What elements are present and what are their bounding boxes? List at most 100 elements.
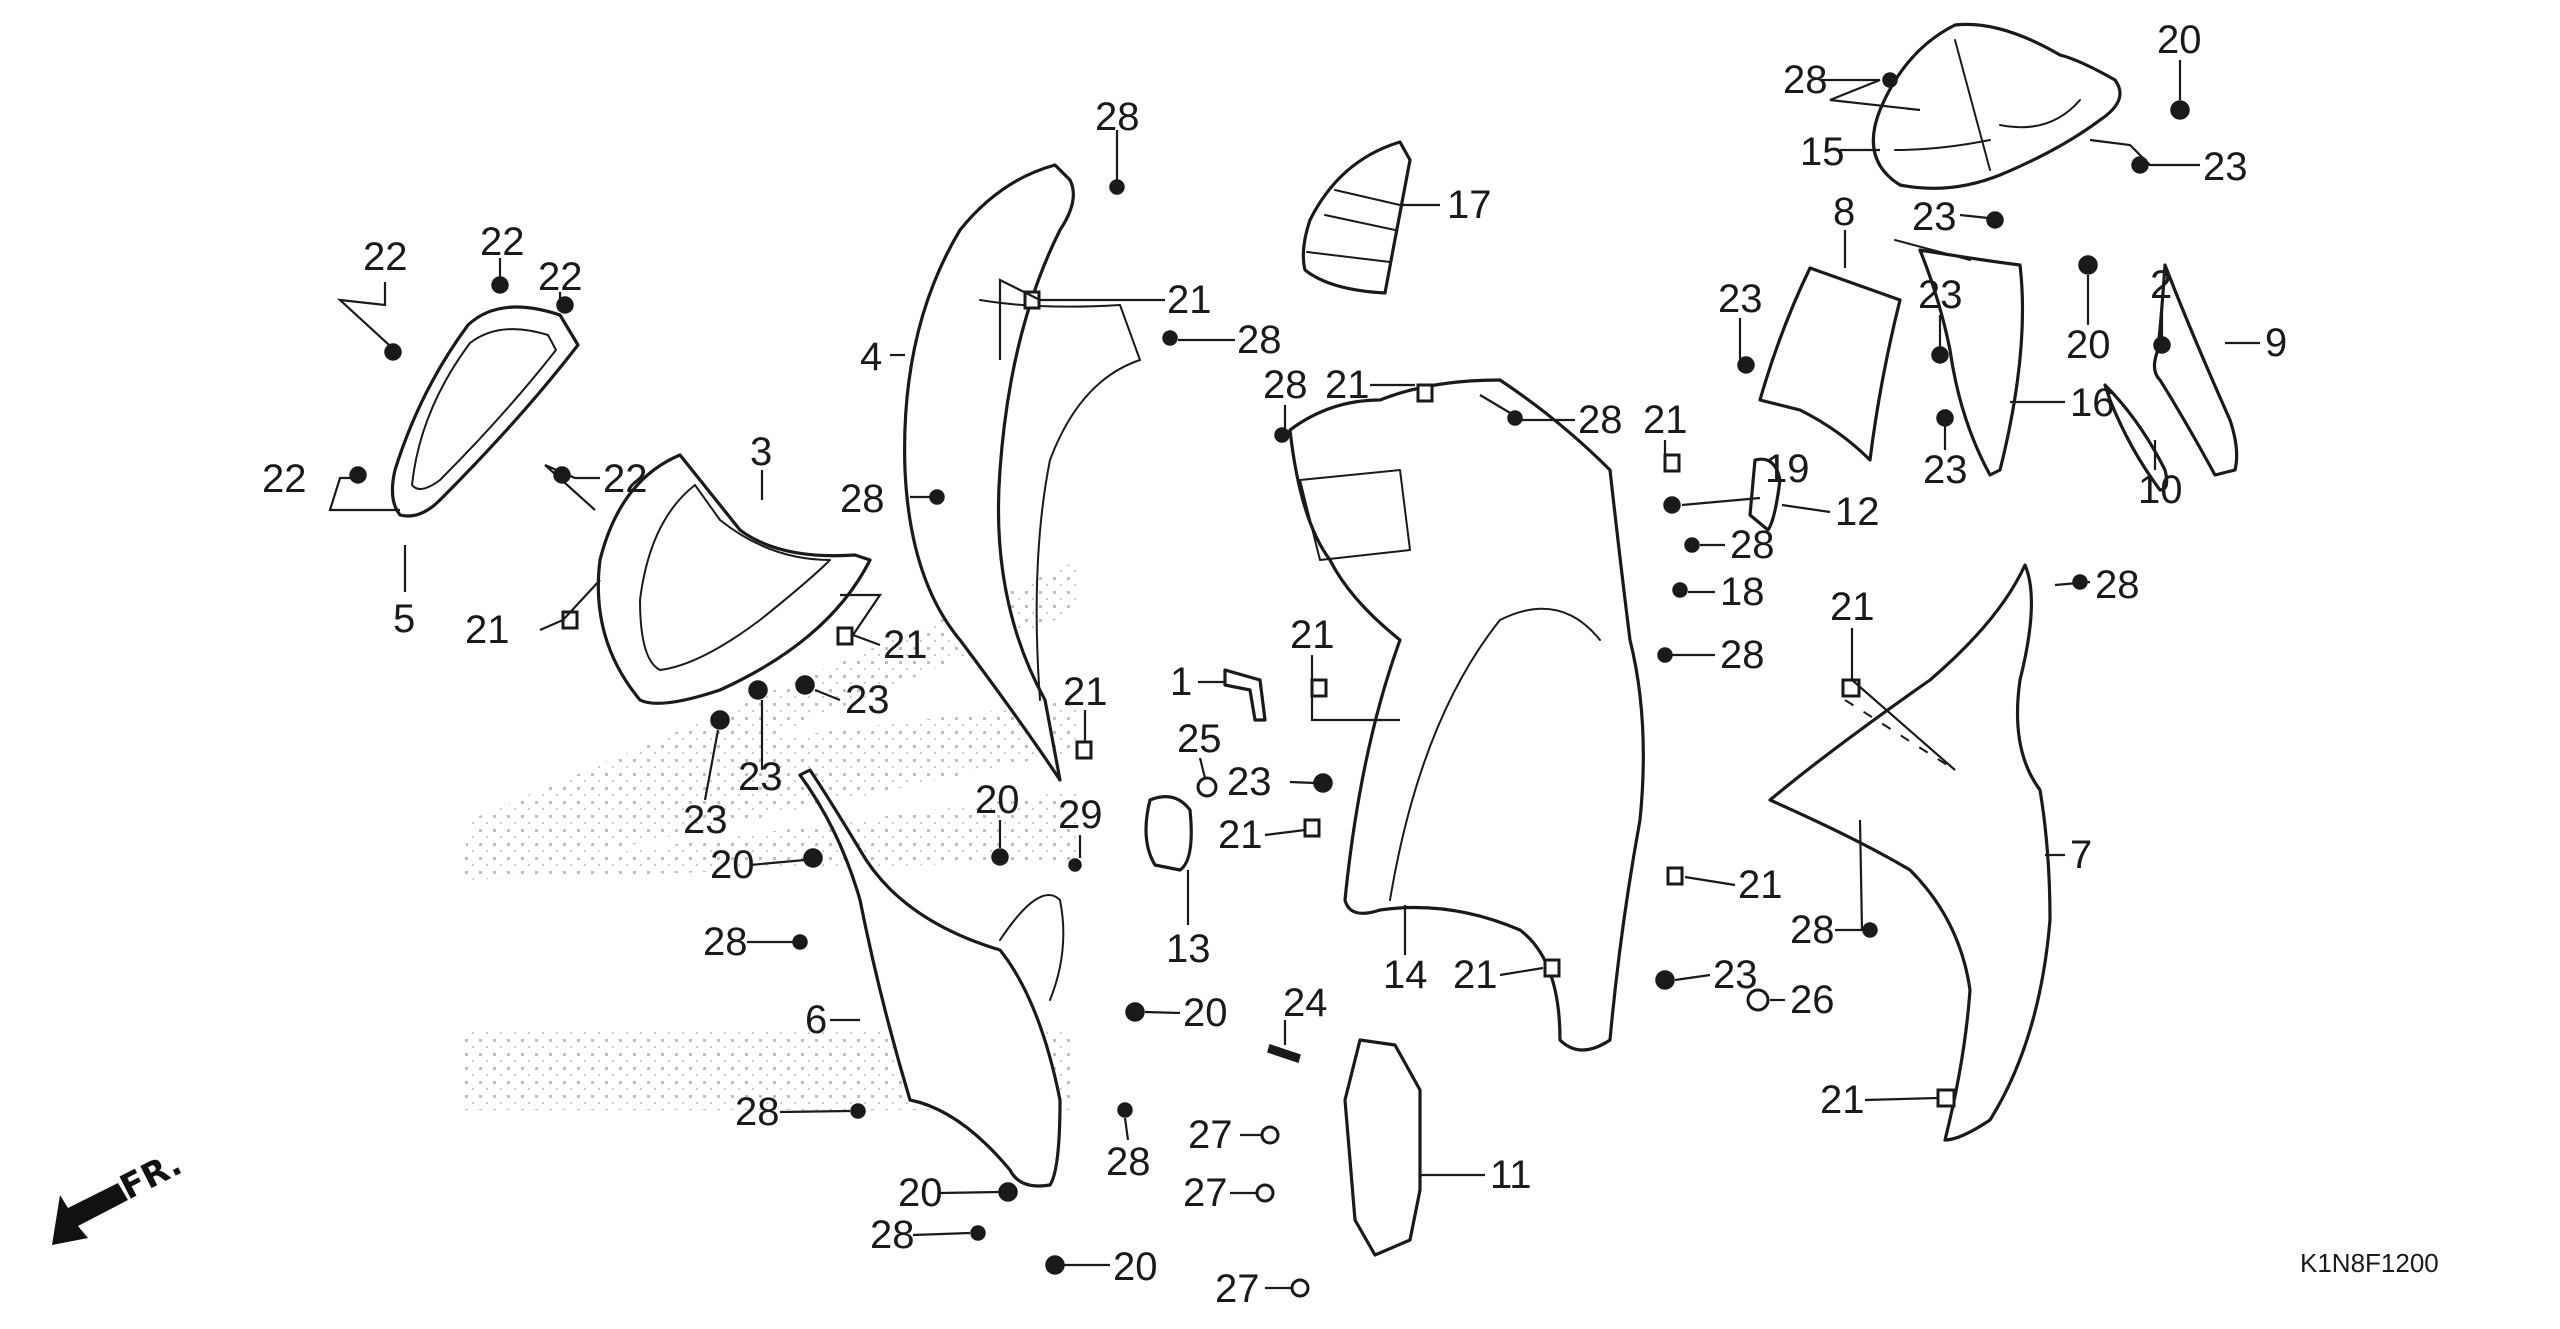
screw-28[interactable] (792, 934, 808, 950)
callout-21[interactable]: 21 (1830, 585, 1875, 629)
callout-28[interactable]: 28 (2095, 563, 2140, 607)
screw-28[interactable] (850, 1103, 866, 1119)
part-11-box[interactable] (1343, 1038, 1422, 1257)
part-4-side-cover[interactable] (903, 163, 1141, 782)
callout-23[interactable]: 23 (738, 755, 783, 799)
screw-28[interactable] (1109, 179, 1125, 195)
callout-3[interactable]: 3 (750, 430, 772, 474)
callout-21[interactable]: 21 (1167, 278, 1212, 322)
callout-11[interactable]: 11 (1490, 1153, 1532, 1197)
fastener-20[interactable] (1045, 1255, 1065, 1275)
callout-28[interactable]: 28 (1783, 58, 1828, 102)
fastener-21[interactable] (836, 626, 854, 646)
callout-21[interactable]: 21 (1290, 613, 1335, 657)
callout-21[interactable]: 21 (465, 608, 510, 652)
fastener-23[interactable] (1986, 211, 2004, 229)
fastener-23[interactable] (2131, 156, 2149, 174)
callout-16[interactable]: 16 (2070, 381, 2115, 425)
callout-21[interactable]: 21 (1738, 863, 1783, 907)
part-8-lid[interactable] (1758, 266, 1902, 462)
callout-28[interactable]: 28 (1730, 523, 1775, 567)
callout-23[interactable]: 23 (1918, 273, 1963, 317)
screw-28[interactable] (1684, 537, 1700, 553)
part-3-garnish[interactable] (596, 453, 872, 705)
fastener-23[interactable] (1931, 346, 1949, 364)
screw-28[interactable] (1862, 922, 1878, 938)
fastener-20[interactable] (803, 848, 823, 868)
screw-28[interactable] (1162, 330, 1178, 346)
callout-23[interactable]: 23 (1718, 277, 1763, 321)
callout-21[interactable]: 21 (1325, 363, 1370, 407)
part-17-lens[interactable] (1301, 140, 1412, 295)
part-12-bracket[interactable] (1748, 457, 1782, 532)
callout-13[interactable]: 13 (1166, 927, 1211, 971)
callout-2[interactable]: 2 (2150, 263, 2172, 307)
callout-23[interactable]: 23 (2203, 145, 2248, 189)
callout-28[interactable]: 28 (703, 920, 748, 964)
callout-28[interactable]: 28 (1790, 908, 1835, 952)
fastener-21[interactable] (1416, 383, 1434, 403)
callout-20[interactable]: 20 (1183, 991, 1228, 1035)
fastener-20[interactable] (1125, 1002, 1145, 1022)
fastener-21[interactable] (1303, 818, 1321, 838)
callout-20[interactable]: 20 (898, 1171, 943, 1215)
callout-29[interactable]: 29 (1058, 793, 1103, 837)
callout-21[interactable]: 21 (883, 623, 928, 667)
callout-17[interactable]: 17 (1447, 183, 1492, 227)
callout-9[interactable]: 9 (2265, 321, 2287, 365)
callout-21[interactable]: 21 (1820, 1078, 1865, 1122)
fastener-21[interactable] (561, 610, 579, 630)
fastener-23[interactable] (795, 675, 815, 695)
fastener-20[interactable] (998, 1182, 1018, 1202)
callout-23[interactable]: 23 (845, 678, 890, 722)
callout-21[interactable]: 21 (1218, 813, 1263, 857)
callout-28[interactable]: 28 (735, 1090, 780, 1134)
part-15-frame[interactable] (1871, 22, 2122, 190)
callout-21[interactable]: 21 (1063, 670, 1108, 714)
callout-27[interactable]: 27 (1188, 1113, 1233, 1157)
part-1-bracket[interactable] (1223, 668, 1267, 722)
callout-28[interactable]: 28 (840, 477, 885, 521)
part-10-seal[interactable] (2103, 383, 2169, 492)
callout-23[interactable]: 23 (1713, 953, 1758, 997)
callout-22[interactable]: 22 (538, 255, 583, 299)
callout-22[interactable]: 22 (603, 457, 648, 501)
screw-27[interactable] (1255, 1183, 1275, 1203)
fastener-22[interactable] (384, 343, 402, 361)
callout-20[interactable]: 20 (710, 843, 755, 887)
fastener-19[interactable] (1663, 496, 1681, 514)
callout-20[interactable]: 20 (975, 778, 1020, 822)
callout-19[interactable]: 19 (1765, 447, 1810, 491)
fastener-26[interactable] (1746, 988, 1770, 1012)
fastener-23[interactable] (1313, 773, 1333, 793)
callout-28[interactable]: 28 (870, 1213, 915, 1257)
fastener-22[interactable] (349, 466, 367, 484)
callout-14[interactable]: 14 (1383, 953, 1428, 997)
part-13-lock-unit[interactable] (1144, 795, 1193, 872)
callout-22[interactable]: 22 (262, 457, 307, 501)
fastener-20[interactable] (991, 848, 1009, 866)
part-6-lower-cover[interactable] (798, 768, 1065, 1188)
screw-28[interactable] (1117, 1102, 1133, 1118)
callout-20[interactable]: 20 (1113, 1245, 1158, 1289)
fastener-22[interactable] (556, 296, 574, 314)
screw-28[interactable] (1274, 427, 1290, 443)
callout-27[interactable]: 27 (1183, 1171, 1228, 1215)
fastener-29[interactable] (1068, 858, 1082, 872)
callout-21[interactable]: 21 (1453, 953, 1498, 997)
callout-22[interactable]: 22 (363, 235, 408, 279)
callout-27[interactable]: 27 (1215, 1267, 1260, 1311)
callout-28[interactable]: 28 (1106, 1140, 1151, 1184)
fastener-2[interactable] (2153, 336, 2171, 354)
fastener-21[interactable] (1936, 1088, 1956, 1108)
fastener-25[interactable] (1196, 776, 1218, 798)
screw-27[interactable] (1260, 1125, 1280, 1145)
callout-26[interactable]: 26 (1790, 978, 1835, 1022)
callout-10[interactable]: 10 (2138, 468, 2183, 512)
screw-28[interactable] (970, 1225, 986, 1241)
part-7-side-panel[interactable] (1768, 563, 2052, 1142)
callout-23[interactable]: 23 (1227, 760, 1272, 804)
fastener-21[interactable] (1075, 740, 1093, 760)
callout-28[interactable]: 28 (1720, 633, 1765, 677)
callout-20[interactable]: 20 (2066, 323, 2111, 367)
